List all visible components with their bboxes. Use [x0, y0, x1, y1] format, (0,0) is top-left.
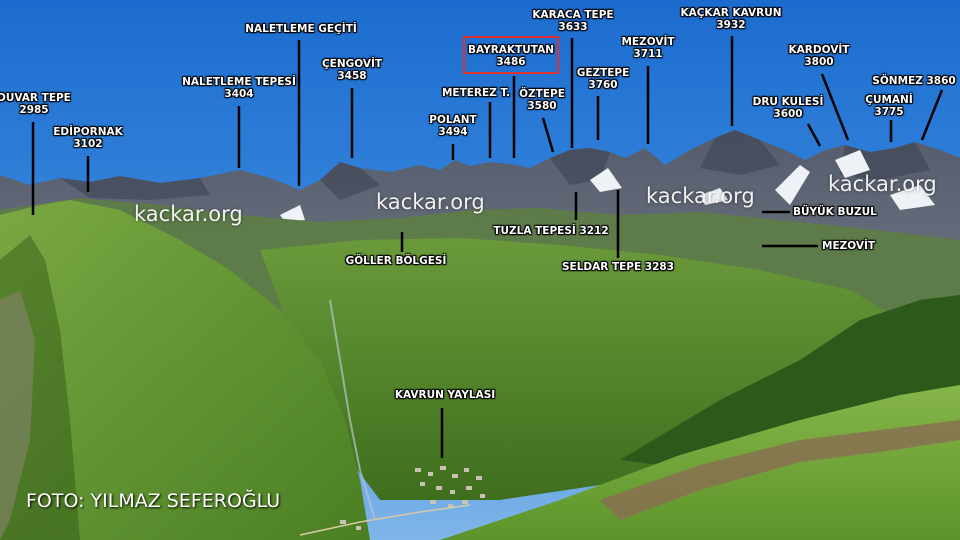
kavrun-village — [340, 466, 485, 530]
place-label-mezovit-glacier: MEZOVİT — [822, 240, 876, 252]
eroded-bank — [600, 420, 960, 520]
bayraktutan-highlight-box — [463, 36, 559, 74]
snow-patches — [280, 150, 935, 222]
scree — [0, 290, 35, 540]
stream — [329, 299, 376, 521]
crags — [60, 130, 930, 200]
watermark-4: kackar.org — [828, 172, 937, 196]
right-ridge — [620, 295, 960, 470]
peak-label-meterez: METEREZ T. — [441, 87, 511, 99]
place-label-buyuk-buzul: BÜYÜK BUZUL — [793, 206, 877, 218]
place-label-kavrun-yaylasi: KAVRUN YAYLASI — [394, 389, 496, 401]
right-slope — [440, 385, 960, 540]
place-label-seldar-tepe: SELDAR TEPE 3283 — [561, 261, 675, 273]
peak-label-naletleme-gecidi: NALETLEME GEÇİTİ — [245, 23, 357, 35]
watermark-1: kackar.org — [134, 202, 243, 226]
left-hill — [0, 200, 370, 540]
watermark-3: kackar.org — [646, 184, 755, 208]
place-label-tuzla-tepesi: TUZLA TEPESİ 3212 — [493, 225, 609, 237]
road — [299, 504, 471, 536]
place-label-goller-bolgesi: GÖLLER BÖLGESİ — [345, 255, 447, 267]
pointer-lines — [31, 36, 944, 458]
watermark-2: kackar.org — [376, 190, 485, 214]
peak-label-sonmez: SÖNMEZ 3860 — [872, 75, 956, 87]
photo-credit: FOTO: YILMAZ SEFEROĞLU — [26, 490, 281, 512]
